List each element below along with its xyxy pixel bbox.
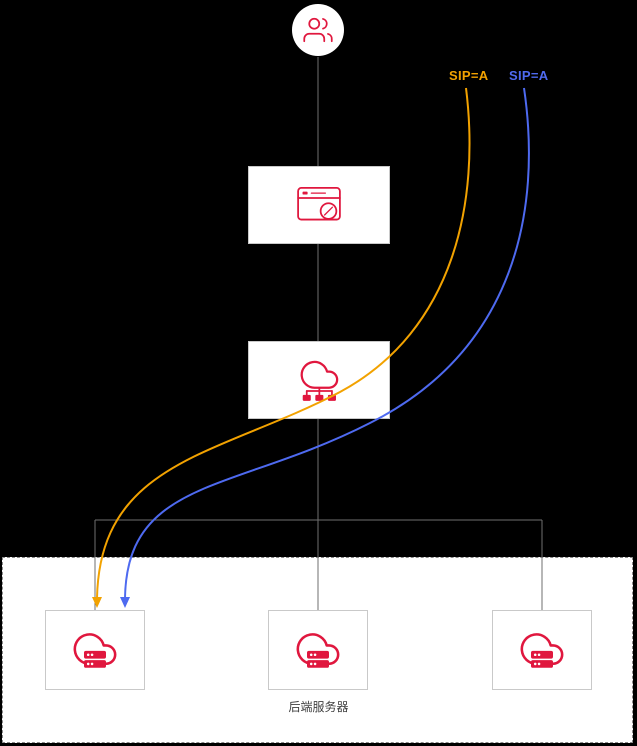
cloud-load-balancer-icon bbox=[300, 360, 339, 401]
cloud-server-icon bbox=[520, 633, 564, 668]
sip-label-blue: SIP=A bbox=[509, 68, 549, 83]
flow-orange-arrowhead-icon bbox=[92, 597, 102, 608]
flow-orange-path bbox=[96, 87, 471, 599]
flow-blue-path bbox=[124, 87, 530, 599]
browser-node bbox=[248, 166, 390, 244]
server-node-2 bbox=[268, 610, 368, 690]
flow-blue-arrowhead-icon bbox=[120, 597, 130, 608]
load-balancer-node bbox=[248, 341, 390, 419]
server-node-1 bbox=[45, 610, 145, 690]
sip-label-orange: SIP=A bbox=[449, 68, 489, 83]
cloud-server-icon bbox=[296, 633, 340, 668]
user-icon bbox=[303, 17, 333, 43]
backend-zone-caption: 后端服务器 bbox=[288, 700, 349, 714]
browser-window-icon bbox=[297, 187, 341, 221]
server-node-3 bbox=[492, 610, 592, 690]
cloud-server-icon bbox=[73, 633, 117, 668]
user-node bbox=[292, 4, 344, 56]
